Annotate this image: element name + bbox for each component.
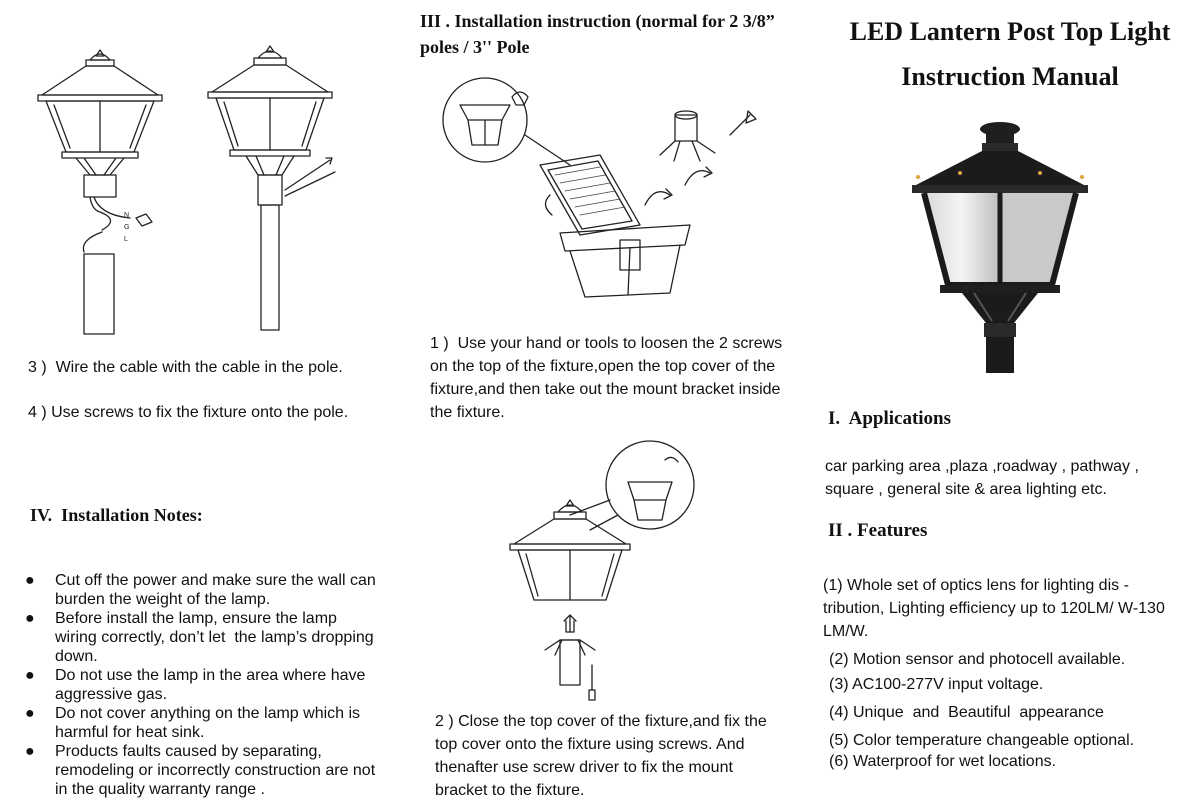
step-1-text: 1 ) Use your hand or tools to loosen the… <box>430 335 783 421</box>
manual-title-line-2: Instruction Manual <box>901 62 1119 91</box>
applications-heading: I. Applications <box>828 408 952 429</box>
feature-4: (4) Unique and Beautiful appearance <box>829 704 1104 721</box>
list-item: ●Products faults caused by separating, r… <box>25 743 376 798</box>
feature-2: (2) Motion sensor and photocell availabl… <box>829 651 1126 668</box>
applications-text: car parking area ,plaza ,roadway , pathw… <box>825 458 1139 498</box>
open-fixture-illustration <box>442 77 757 298</box>
installation-notes-list: ●Cut off the power and make sure the wal… <box>25 571 380 799</box>
list-item: ●Do not cover anything on the lamp which… <box>25 705 361 741</box>
closed-fixture-illustration <box>509 440 695 701</box>
feature-3: (3) AC100-277V input voltage. <box>829 676 1044 693</box>
wire-label-n: N <box>124 212 129 219</box>
step-2-text: 2 ) Close the top cover of the fixture,a… <box>435 713 767 799</box>
installation-instruction-heading: III . Installation instruction (normal f… <box>420 11 775 57</box>
wire-label-l: L <box>124 236 128 243</box>
list-item: ●Before install the lamp, ensure the lam… <box>25 610 374 665</box>
feature-1: (1) Whole set of optics lens for lightin… <box>823 577 1165 640</box>
step-3-text: 3 ) Wire the cable with the cable in the… <box>28 359 343 376</box>
product-lantern-photo <box>912 122 1088 373</box>
feature-6: (6) Waterproof for wet locations. <box>829 753 1057 770</box>
installation-notes-heading: IV. Installation Notes: <box>30 505 203 525</box>
features-heading: II . Features <box>828 520 928 541</box>
list-item: ●Cut off the power and make sure the wal… <box>25 572 376 608</box>
step-4-text: 4 ) Use screws to fix the fixture onto t… <box>28 404 349 421</box>
manual-title-line-1: LED Lantern Post Top Light <box>849 17 1171 46</box>
wire-label-g: G <box>124 224 129 231</box>
feature-5: (5) Color temperature changeable optiona… <box>829 732 1135 749</box>
wiring-diagram-illustration: N G L <box>37 45 336 335</box>
list-item: ●Do not use the lamp in the area where h… <box>25 667 366 703</box>
